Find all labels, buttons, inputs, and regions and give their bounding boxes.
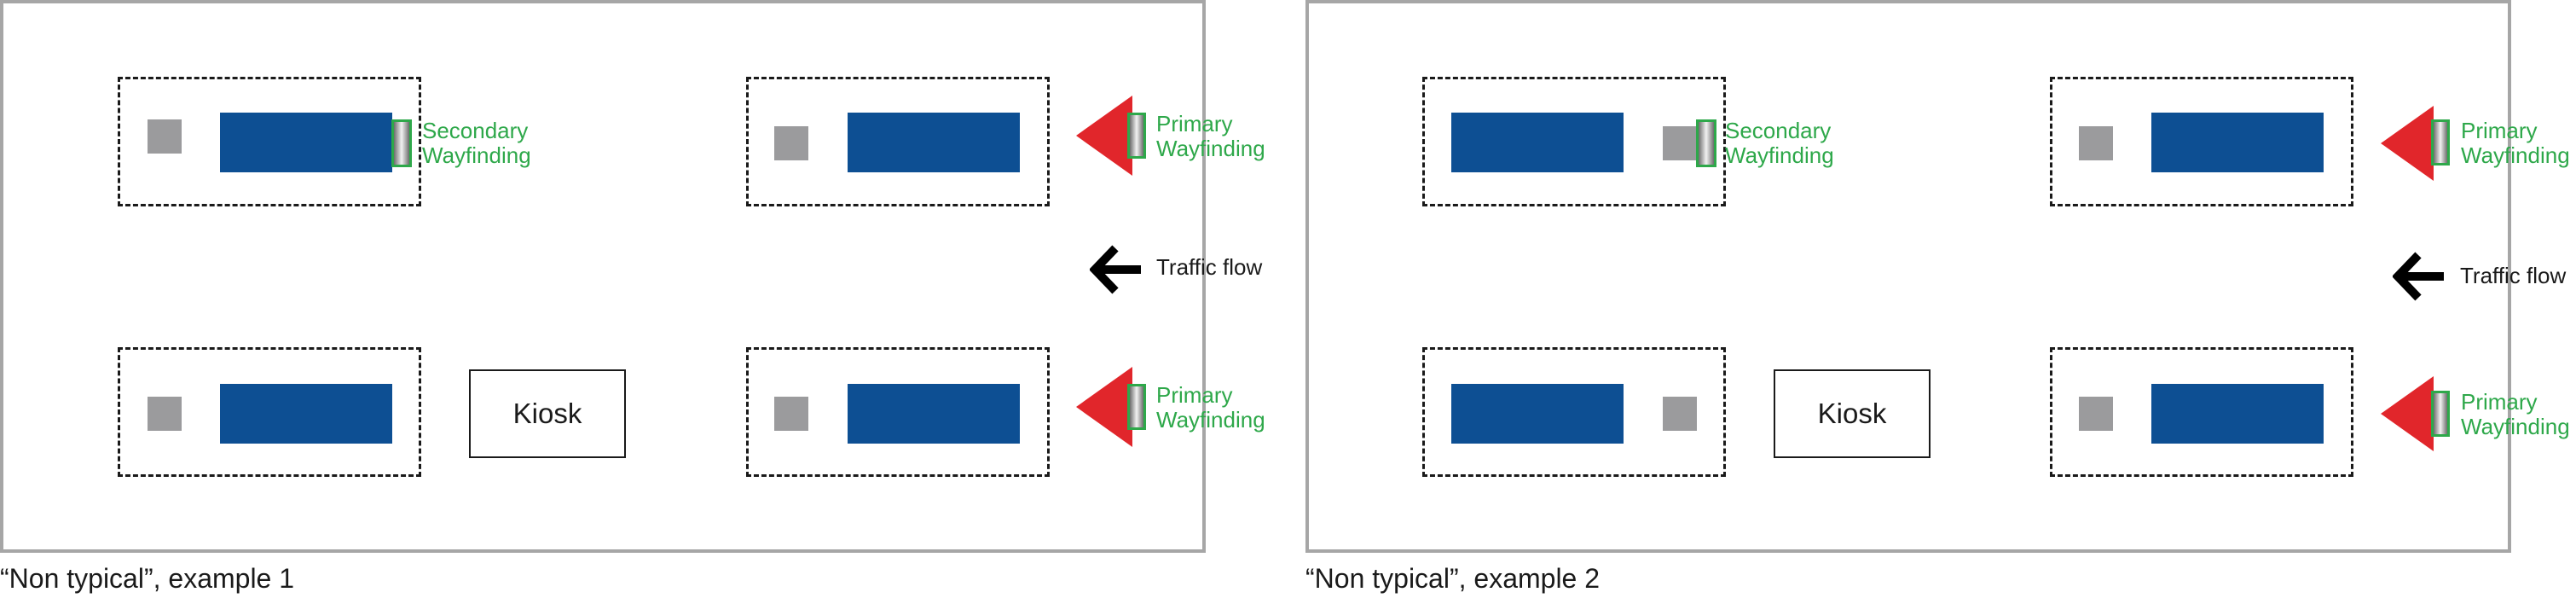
- zone-bottom-left: [1422, 347, 1726, 477]
- triangle-left-icon: [1076, 367, 1132, 447]
- zone-top-left: [1422, 77, 1726, 206]
- display-panel: [2151, 384, 2324, 444]
- example-1-panel: Secondary Wayfinding Primary Wayfinding …: [0, 0, 1265, 598]
- secondary-wayfinding-label: Secondary Wayfinding: [422, 118, 531, 168]
- zone-top-right: [746, 77, 1050, 206]
- zone-bottom-left: [118, 347, 421, 477]
- traffic-flow-label: Traffic flow: [2460, 263, 2567, 288]
- display-panel: [220, 384, 392, 444]
- triangle-left-icon: [2381, 106, 2434, 181]
- display-panel: [848, 113, 1020, 172]
- wayfinding-sign-icon: [2431, 119, 2450, 165]
- primary-wayfinding-label: Primary Wayfinding: [1156, 382, 1265, 433]
- kiosk: Kiosk: [469, 369, 626, 458]
- triangle-left-icon: [1076, 96, 1132, 176]
- wayfinding-sign-icon: [2431, 391, 2450, 437]
- display-panel: [848, 384, 1020, 444]
- arrow-left-icon: [1090, 245, 1141, 294]
- device-square: [148, 397, 182, 431]
- display-panel: [1451, 384, 1624, 444]
- display-panel: [1451, 113, 1624, 172]
- display-panel: [220, 113, 392, 172]
- secondary-wayfinding-label: Secondary Wayfinding: [1725, 118, 1834, 168]
- primary-wayfinding-label: Primary Wayfinding: [2461, 389, 2570, 439]
- example-1-caption: “Non typical”, example 1: [0, 563, 295, 594]
- example-1-frame: [0, 0, 1206, 553]
- primary-wayfinding-label: Primary Wayfinding: [2461, 118, 2570, 168]
- device-square: [774, 397, 808, 431]
- zone-bottom-right: [746, 347, 1050, 477]
- display-panel: [2151, 113, 2324, 172]
- wayfinding-sign-icon: [1127, 384, 1146, 430]
- device-square: [1663, 126, 1697, 160]
- device-square: [774, 126, 808, 160]
- arrow-left-icon: [2393, 252, 2444, 301]
- device-square: [1663, 397, 1697, 431]
- wayfinding-sign-icon: [1127, 113, 1146, 159]
- example-2-frame: [1305, 0, 2511, 553]
- wayfinding-sign-icon: [1696, 119, 1716, 167]
- zone-top-right: [2050, 77, 2353, 206]
- primary-wayfinding-label: Primary Wayfinding: [1156, 111, 1265, 161]
- zone-bottom-right: [2050, 347, 2353, 477]
- zone-top-left: [118, 77, 421, 206]
- device-square: [2079, 126, 2113, 160]
- wayfinding-sign-icon: [391, 119, 412, 167]
- triangle-left-icon: [2381, 376, 2434, 451]
- device-square: [148, 119, 182, 154]
- example-2-panel: Secondary Wayfinding Primary Wayfinding …: [1305, 0, 2570, 598]
- device-square: [2079, 397, 2113, 431]
- kiosk: Kiosk: [1774, 369, 1931, 458]
- example-2-caption: “Non typical”, example 2: [1305, 563, 1601, 594]
- traffic-flow-label: Traffic flow: [1156, 254, 1263, 280]
